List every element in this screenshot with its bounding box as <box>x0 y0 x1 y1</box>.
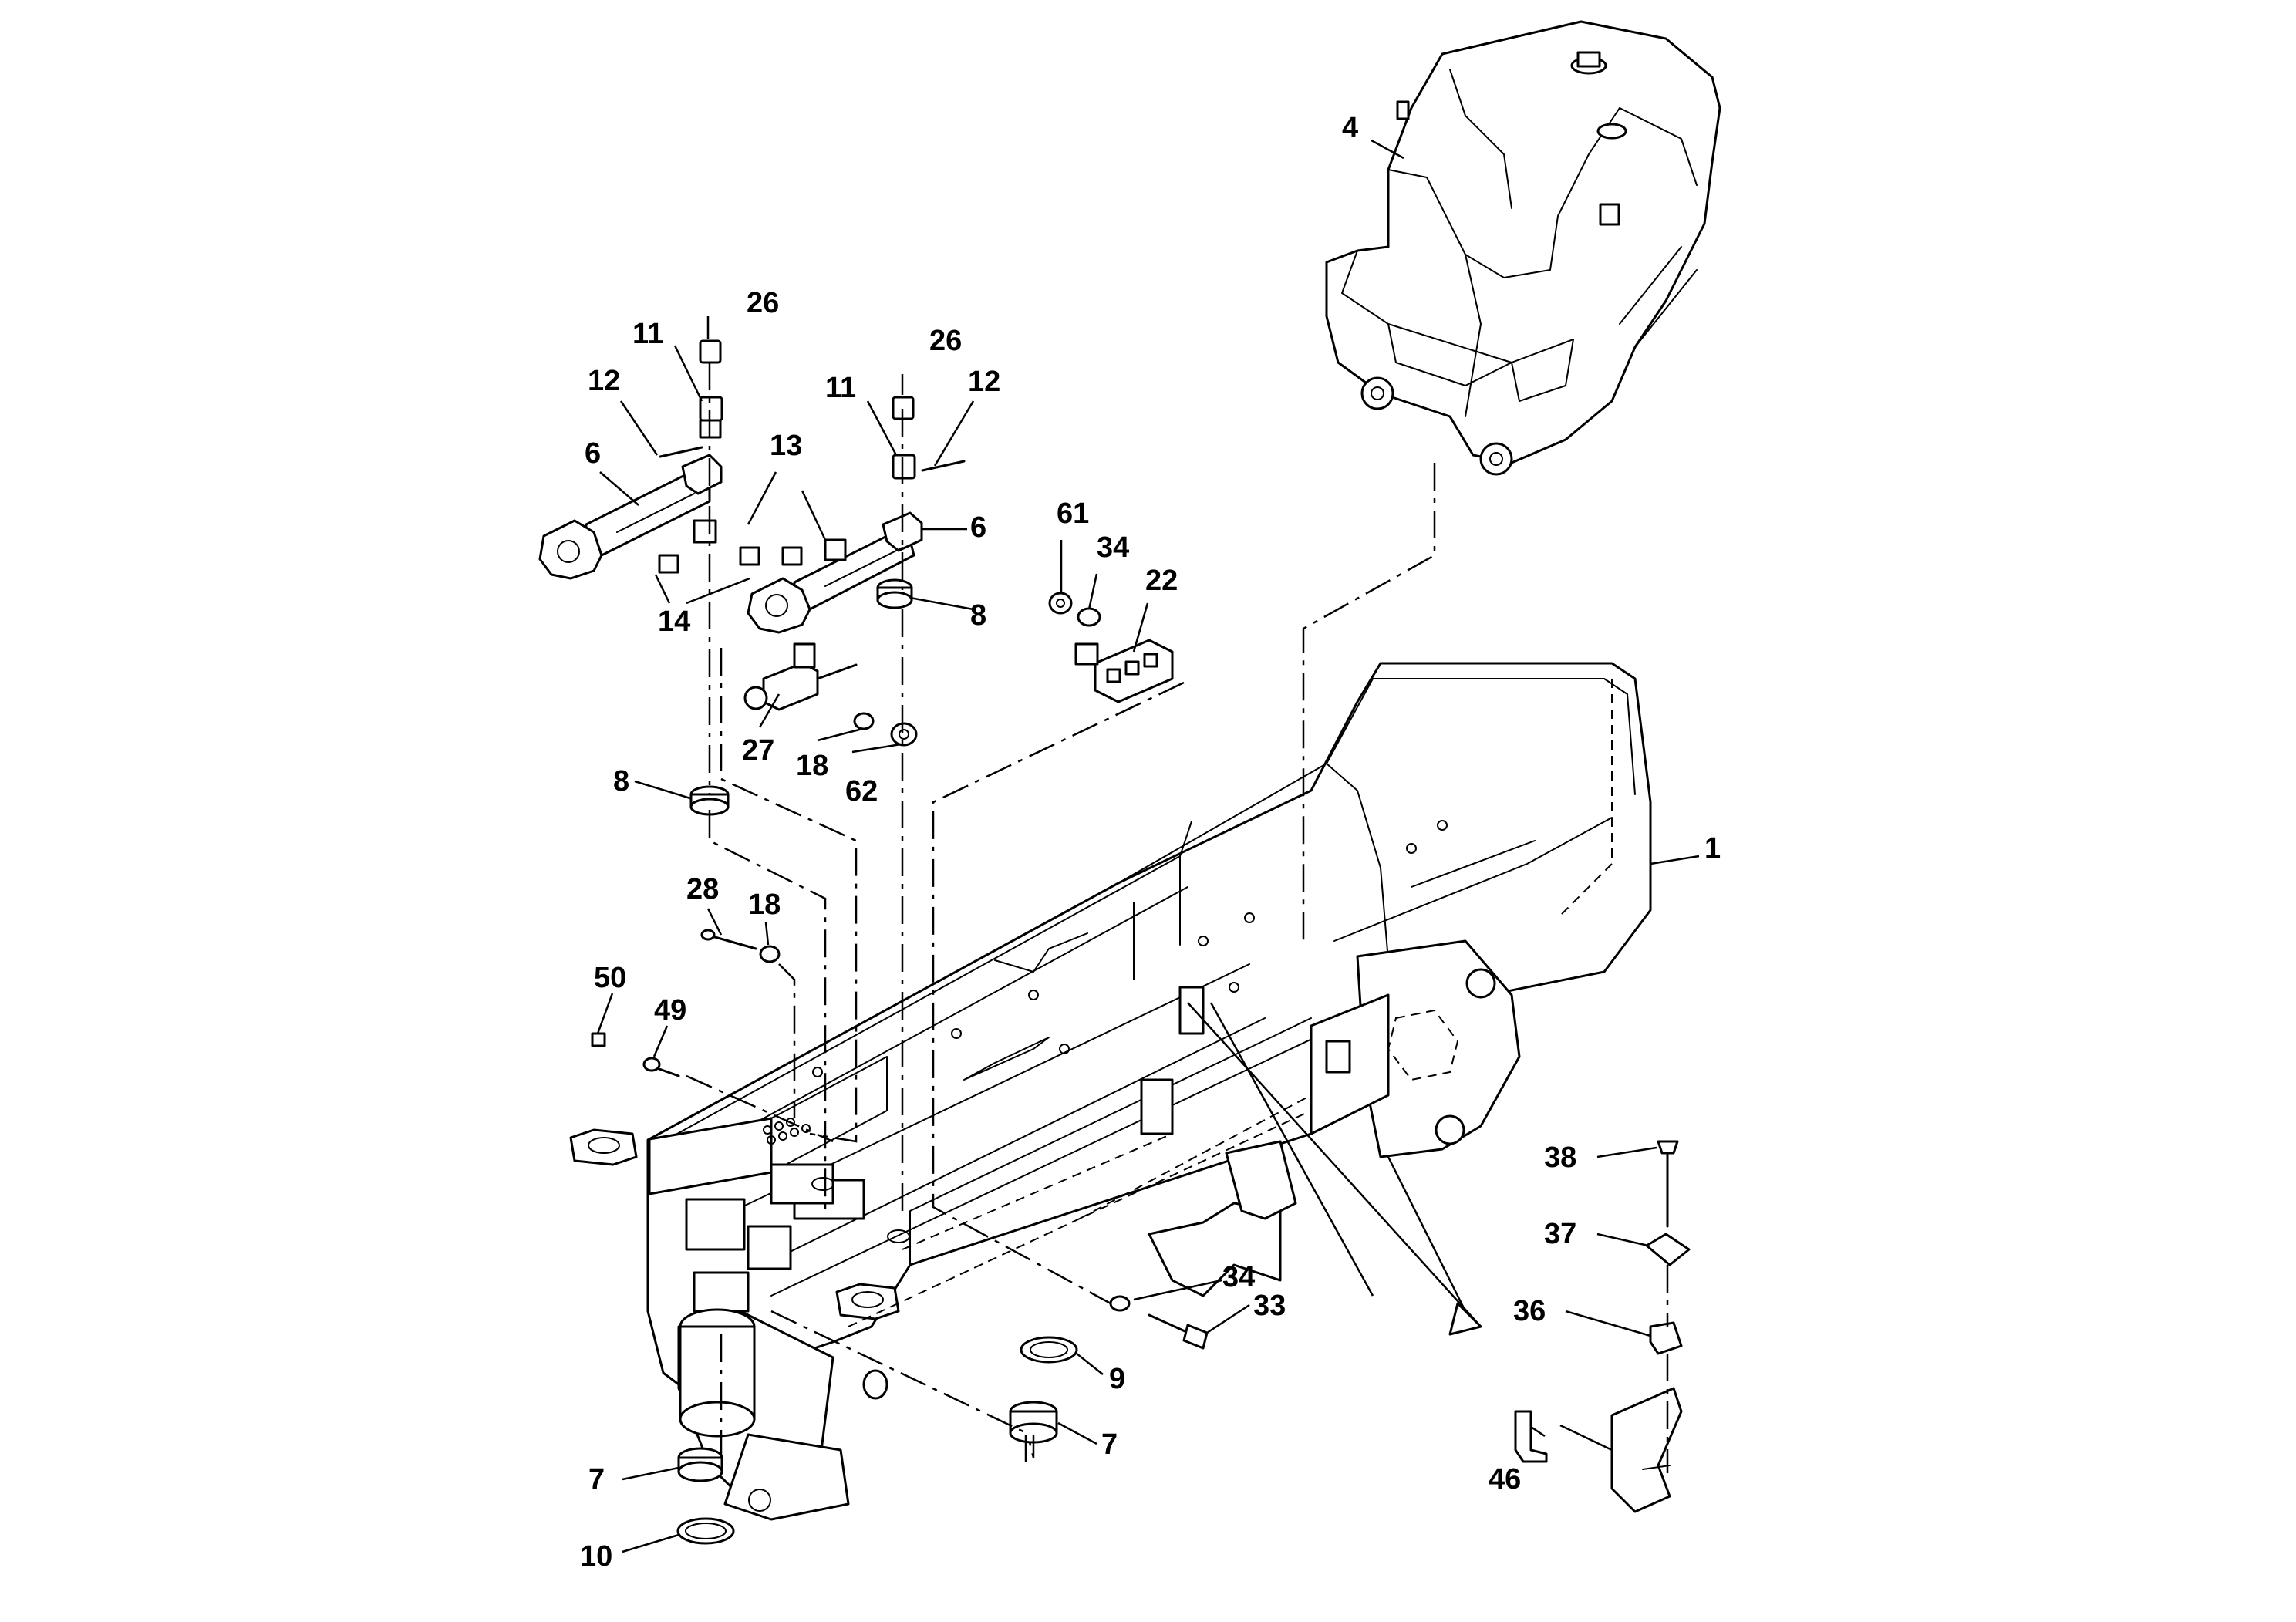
callout-13: 13 <box>770 430 802 462</box>
rear-bolt <box>1109 1295 1209 1350</box>
callout-leaders <box>596 139 1700 1553</box>
callout-22: 22 <box>1145 565 1178 597</box>
distribution-block <box>1048 592 1174 703</box>
hydraulic-cylinder-right <box>739 511 923 634</box>
hydraulic-cylinder-left <box>538 454 723 580</box>
callout-34: 34 <box>1222 1261 1255 1293</box>
callout-10: 10 <box>580 1540 612 1573</box>
front-fasteners <box>591 929 811 1145</box>
callout-34: 34 <box>1097 531 1129 564</box>
callout-38: 38 <box>1544 1141 1576 1174</box>
callout-37: 37 <box>1544 1218 1576 1250</box>
callout-28: 28 <box>686 873 719 905</box>
callout-8: 8 <box>613 765 629 798</box>
callout-labels: 4 26 11 12 26 11 12 6 13 6 61 34 22 14 8… <box>580 112 1721 1573</box>
bearings <box>676 1336 1078 1545</box>
callout-49: 49 <box>654 994 686 1027</box>
valve-block <box>743 642 918 747</box>
pin-assemblies <box>659 339 966 816</box>
fuel-tank <box>1325 20 1721 476</box>
callout-61: 61 <box>1057 497 1089 530</box>
callout-62: 62 <box>845 775 878 808</box>
callout-4: 4 <box>1342 112 1358 144</box>
callout-14: 14 <box>658 605 690 638</box>
callout-36: 36 <box>1513 1295 1546 1327</box>
callout-8: 8 <box>970 599 986 632</box>
callout-12: 12 <box>588 365 620 397</box>
callout-9: 9 <box>1109 1363 1125 1395</box>
callout-7: 7 <box>588 1463 605 1496</box>
callout-7: 7 <box>1101 1428 1118 1461</box>
callout-11: 11 <box>825 372 856 404</box>
callout-18: 18 <box>796 750 828 782</box>
callout-6: 6 <box>585 437 601 470</box>
main-frame <box>569 662 1652 1521</box>
callout-26: 26 <box>929 325 962 357</box>
callout-11: 11 <box>632 318 663 350</box>
callout-27: 27 <box>742 734 774 767</box>
assembly-lines <box>686 363 1669 1473</box>
callout-18: 18 <box>748 889 781 921</box>
plug-cluster <box>763 1118 811 1145</box>
callout-26: 26 <box>747 287 779 319</box>
callout-50: 50 <box>594 962 626 994</box>
callout-46: 46 <box>1489 1463 1521 1496</box>
callout-6: 6 <box>970 511 986 544</box>
callout-1: 1 <box>1704 832 1721 865</box>
latch-assembly <box>1514 1140 1691 1513</box>
callout-12: 12 <box>968 366 1000 398</box>
callout-33: 33 <box>1253 1290 1286 1322</box>
